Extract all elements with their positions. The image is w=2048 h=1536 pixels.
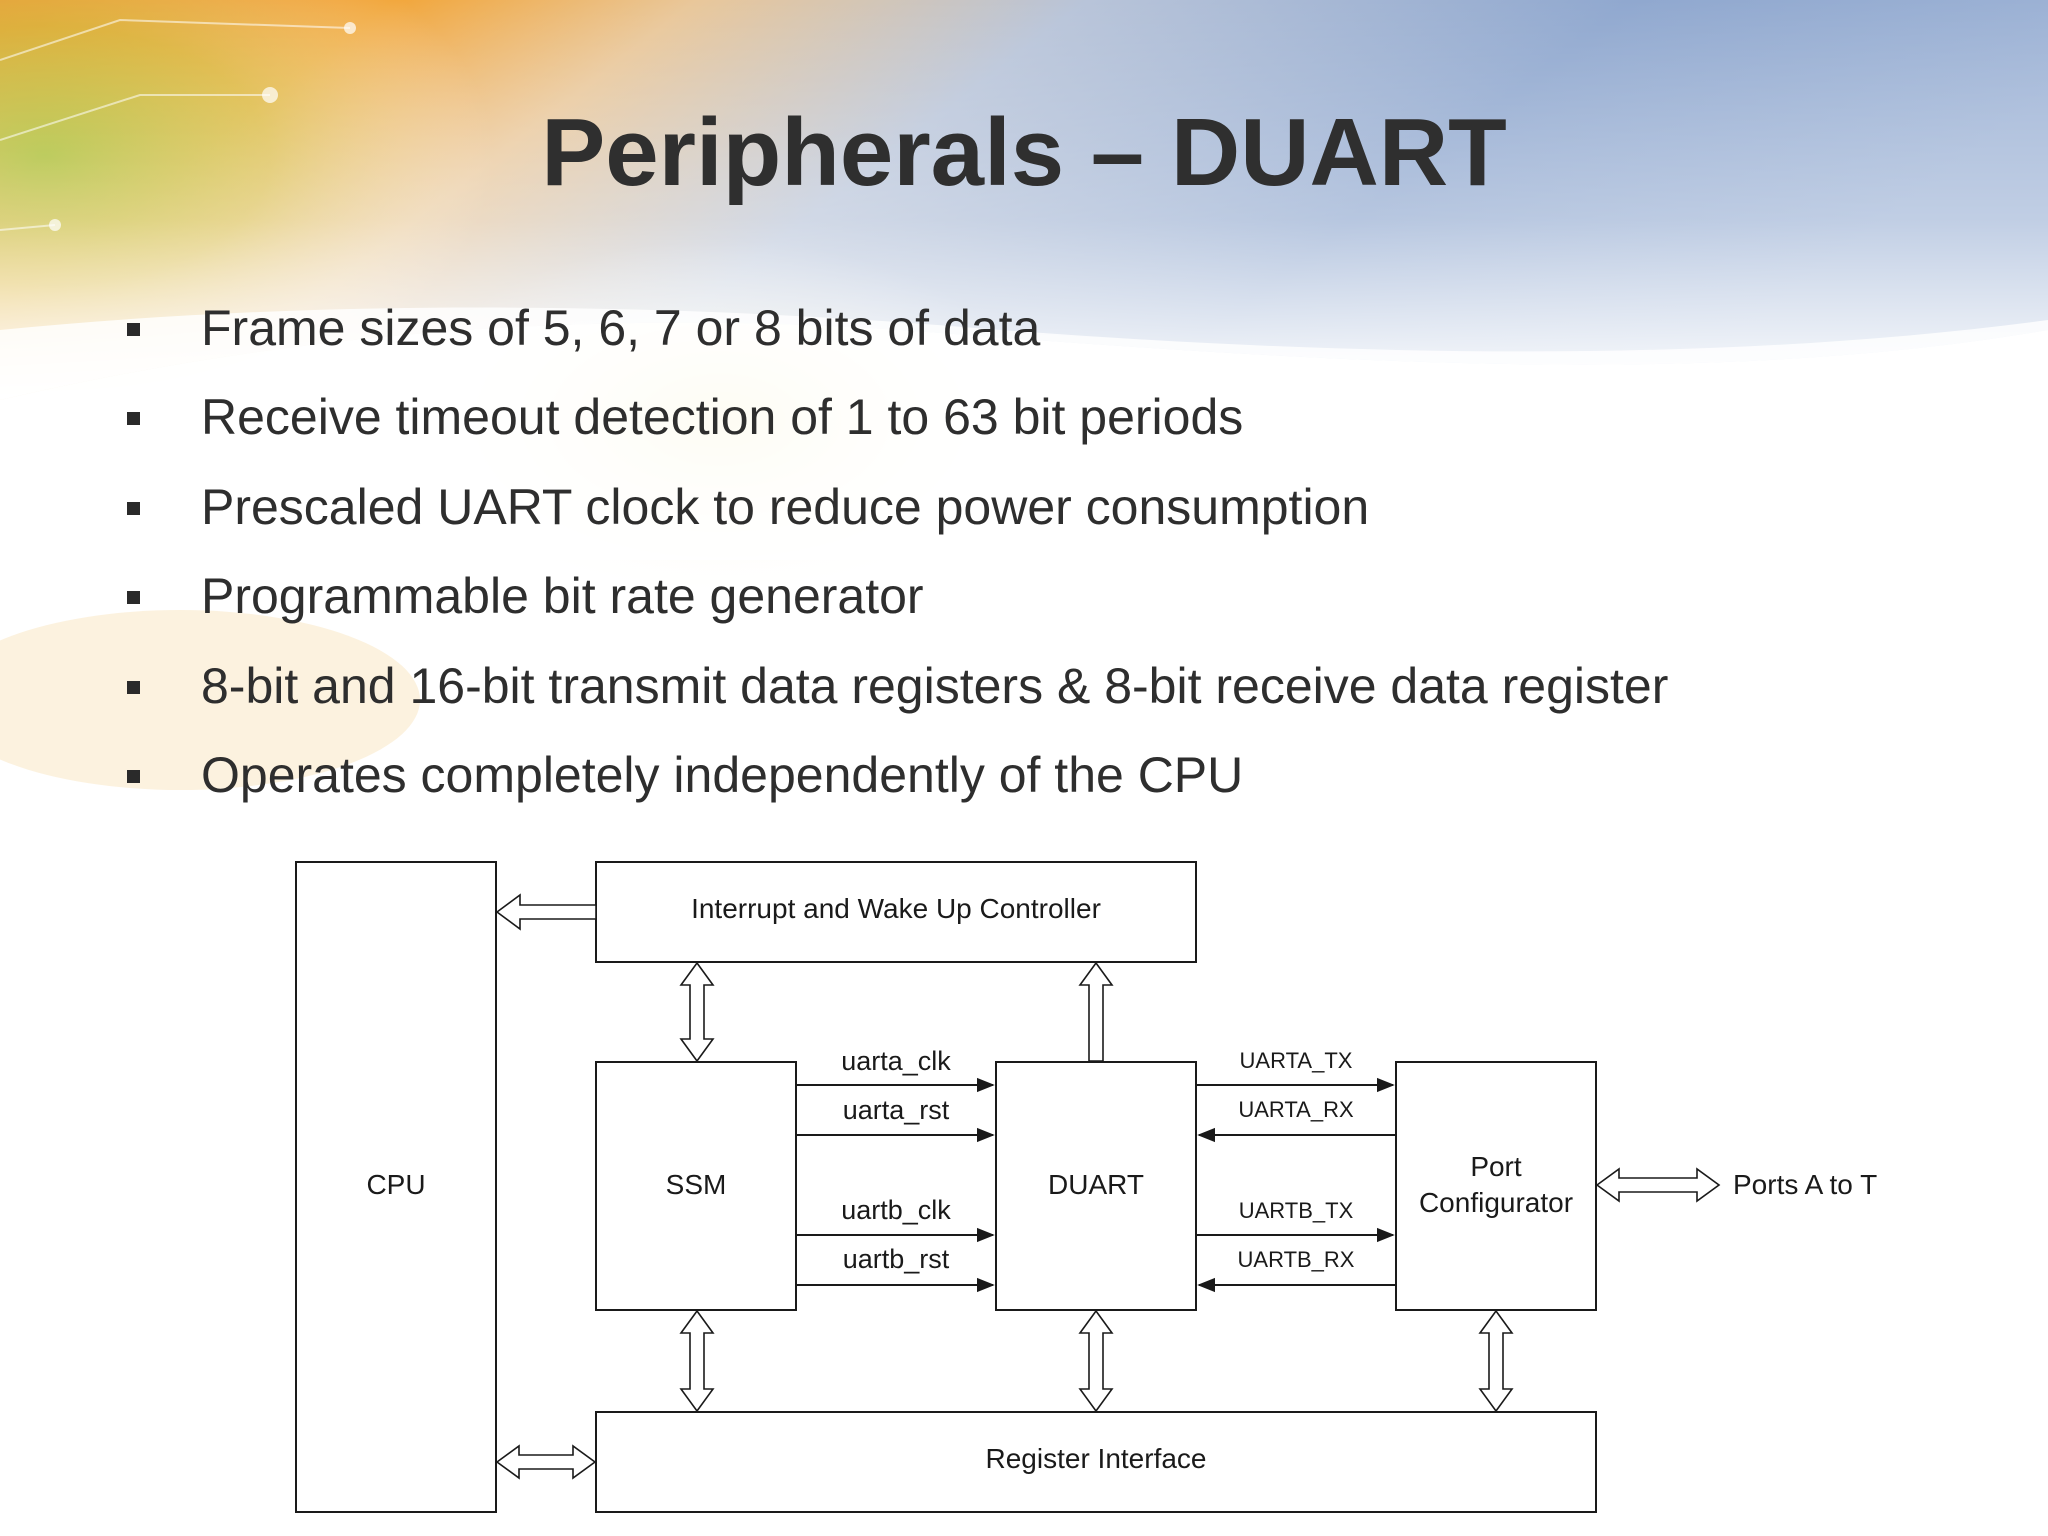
- slide-title: Peripherals – DUART: [541, 99, 1507, 206]
- port-configurator-label-line1: Port: [1470, 1151, 1522, 1182]
- bullet-item: Receive timeout detection of 1 to 63 bit…: [120, 381, 1668, 470]
- duart-block: [995, 1061, 1197, 1311]
- uartb-rst-label: uartb_rst: [843, 1244, 950, 1274]
- bullet-text: Programmable bit rate generator: [201, 568, 924, 625]
- bus-arrow-port-external: [1595, 1167, 1721, 1203]
- port-configurator-block: [1395, 1061, 1597, 1311]
- interrupt-controller-label: Interrupt and Wake Up Controller: [691, 893, 1101, 924]
- cpu-label: CPU: [366, 1169, 425, 1200]
- bullet-item: Operates completely independently of the…: [120, 739, 1668, 828]
- bullet-item: Prescaled UART clock to reduce power con…: [120, 471, 1668, 560]
- uarta-rst-label: uarta_rst: [843, 1095, 950, 1125]
- bus-arrow-ssm-register: [679, 1309, 715, 1413]
- bullet-text: Receive timeout detection of 1 to 63 bit…: [201, 389, 1244, 446]
- bus-arrow-cpu-register: [495, 1444, 597, 1480]
- ports-label: Ports A to T: [1733, 1169, 1877, 1200]
- uartb-tx-label: UARTB_TX: [1239, 1198, 1354, 1223]
- register-interface-label: Register Interface: [986, 1443, 1207, 1474]
- bullet-square-icon: [127, 591, 140, 605]
- ssm-label: SSM: [666, 1169, 727, 1200]
- port-configurator-label-line2: Configurator: [1419, 1187, 1573, 1218]
- bus-arrow-ssm-interrupt: [679, 961, 715, 1063]
- uarta-clk-label: uarta_clk: [841, 1046, 951, 1076]
- bus-arrow-port-register: [1478, 1309, 1514, 1413]
- bullet-square-icon: [127, 323, 140, 336]
- bullet-square-icon: [127, 501, 140, 515]
- bullet-item: Frame sizes of 5, 6, 7 or 8 bits of data: [120, 292, 1668, 381]
- bullet-item: Programmable bit rate generator: [120, 560, 1668, 649]
- bullet-text: Frame sizes of 5, 6, 7 or 8 bits of data: [201, 300, 1041, 356]
- uarta-rx-label: UARTA_RX: [1238, 1097, 1354, 1122]
- duart-label: DUART: [1048, 1169, 1144, 1200]
- ssm-block: [595, 1061, 797, 1311]
- bullet-square-icon: [127, 412, 140, 426]
- uarta-tx-label: UARTA_TX: [1240, 1048, 1353, 1073]
- bullet-text: 8-bit and 16-bit transmit data registers…: [201, 657, 1669, 714]
- bullet-text: Operates completely independently of the…: [201, 746, 1244, 803]
- bullet-text: Prescaled UART clock to reduce power con…: [201, 478, 1370, 535]
- uartb-rx-label: UARTB_RX: [1238, 1247, 1355, 1272]
- bus-arrow-interrupt-to-cpu: [495, 893, 597, 931]
- interrupt-controller-block: [595, 861, 1197, 963]
- uartb-clk-label: uartb_clk: [841, 1195, 951, 1225]
- bus-arrow-duart-to-interrupt: [1078, 961, 1114, 1062]
- cpu-block: [295, 861, 497, 1513]
- bullet-item: 8-bit and 16-bit transmit data registers…: [120, 650, 1668, 739]
- bus-arrow-duart-register: [1078, 1309, 1114, 1413]
- bullet-square-icon: [127, 680, 140, 694]
- bullet-list: Frame sizes of 5, 6, 7 or 8 bits of data…: [120, 292, 1668, 828]
- bullet-square-icon: [127, 769, 140, 783]
